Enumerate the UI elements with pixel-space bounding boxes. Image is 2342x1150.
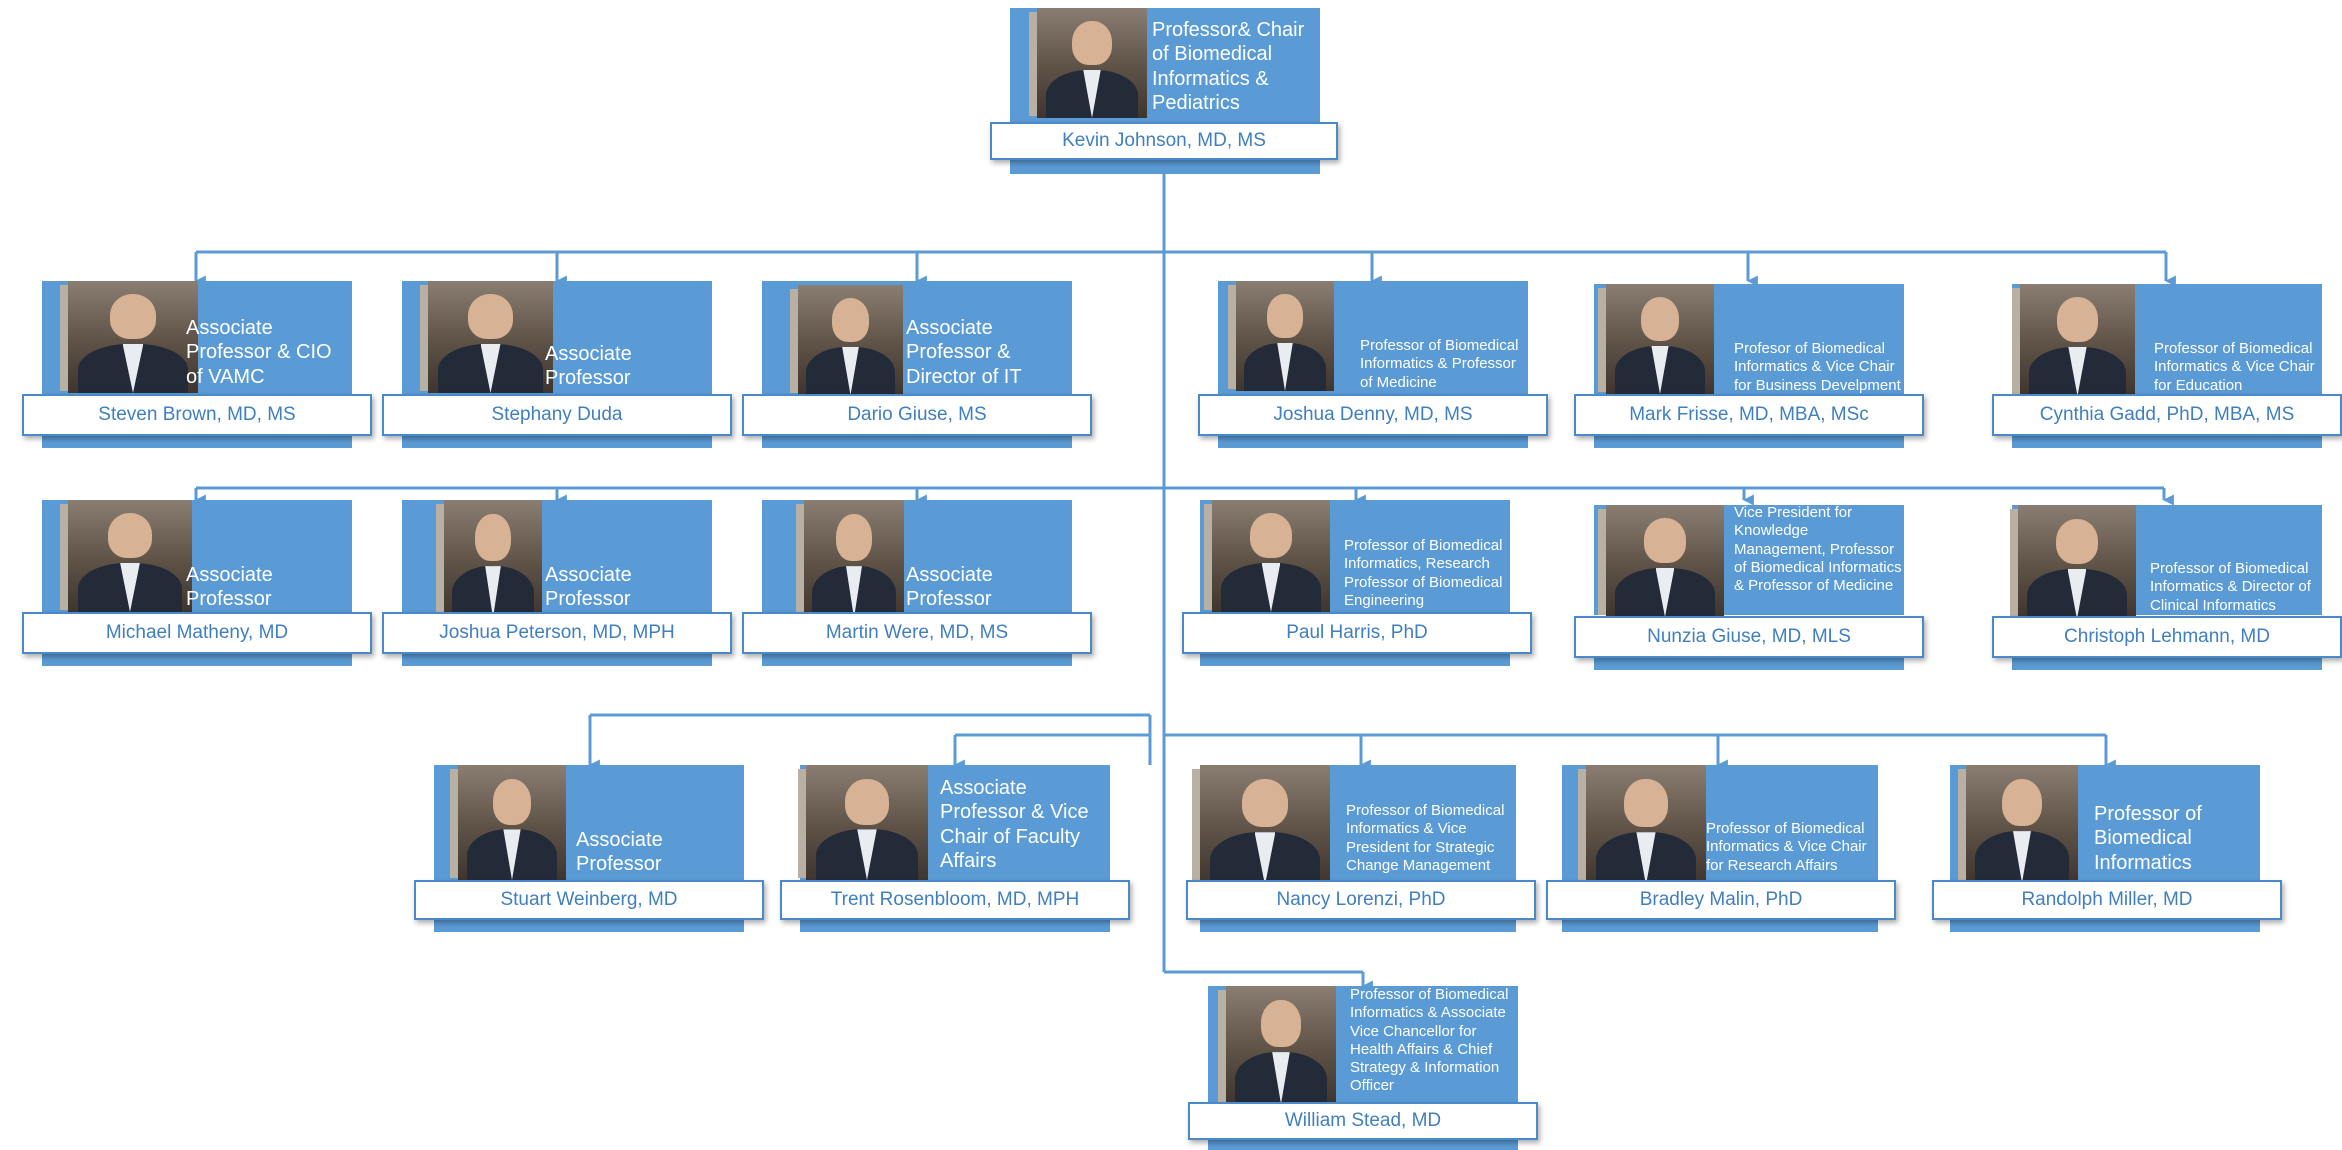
person-name: Michael Matheny, MD bbox=[22, 612, 372, 654]
job-title: Professor of Biomedical Informatics & Vi… bbox=[1706, 820, 1867, 874]
photo-frame-edge bbox=[1958, 769, 1966, 881]
job-title: Professor of Biomedical Informatics & Vi… bbox=[2154, 340, 2315, 394]
portrait-photo bbox=[1966, 765, 2078, 883]
person-name: Christoph Lehmann, MD bbox=[1992, 616, 2342, 658]
portrait-photo bbox=[458, 765, 566, 880]
portrait-photo bbox=[1037, 8, 1147, 118]
photo-frame-edge bbox=[796, 504, 804, 616]
photo-frame-edge bbox=[1192, 769, 1200, 883]
card-footer bbox=[42, 436, 352, 448]
portrait-photo bbox=[1226, 986, 1336, 1104]
portrait-photo bbox=[1212, 500, 1330, 612]
card-footer bbox=[2012, 436, 2322, 448]
job-title: Vice President for Knowledge Management,… bbox=[1734, 504, 1902, 595]
photo-frame-edge bbox=[1598, 288, 1606, 392]
card-footer bbox=[1208, 1140, 1518, 1150]
job-title: Professor of Biomedical Informatics, Res… bbox=[1344, 537, 1503, 609]
person-name: Martin Were, MD, MS bbox=[742, 612, 1092, 654]
person-name: Kevin Johnson, MD, MS bbox=[990, 122, 1338, 160]
person-name: Cynthia Gadd, PhD, MBA, MS bbox=[1992, 394, 2342, 436]
portrait-photo bbox=[2020, 284, 2135, 396]
photo-frame-edge bbox=[1228, 285, 1236, 389]
portrait-photo bbox=[1586, 765, 1706, 885]
card-footer bbox=[762, 654, 1072, 666]
card-footer bbox=[402, 436, 712, 448]
card-footer bbox=[402, 654, 712, 666]
card-footer bbox=[1010, 160, 1320, 174]
card-footer bbox=[1594, 436, 1904, 448]
photo-frame-edge bbox=[1598, 509, 1606, 615]
person-name: Stephany Duda bbox=[382, 394, 732, 436]
person-name: Steven Brown, MD, MS bbox=[22, 394, 372, 436]
card-footer bbox=[2012, 658, 2322, 670]
card-footer bbox=[1218, 436, 1528, 448]
job-title: Professor of Biomedical Informatics & Di… bbox=[2150, 560, 2311, 614]
job-title: Professor& Chair of Biomedical Informati… bbox=[1152, 19, 1305, 115]
person-name: Joshua Peterson, MD, MPH bbox=[382, 612, 732, 654]
portrait-photo bbox=[1606, 505, 1724, 617]
job-title: Associate Professor bbox=[545, 564, 632, 611]
photo-frame-edge bbox=[450, 769, 458, 878]
person-name: Nancy Lorenzi, PhD bbox=[1186, 880, 1536, 920]
photo-frame-edge bbox=[790, 289, 798, 393]
portrait-photo bbox=[444, 500, 542, 618]
photo-frame-edge bbox=[436, 504, 444, 616]
portrait-photo bbox=[428, 281, 553, 393]
job-title: Associate Professor bbox=[186, 564, 273, 611]
job-title: Professor of Biomedical Informatics bbox=[2094, 803, 2202, 874]
card-footer bbox=[1594, 658, 1904, 670]
card-footer bbox=[1562, 920, 1878, 932]
person-name: Stuart Weinberg, MD bbox=[414, 880, 764, 920]
photo-frame-edge bbox=[798, 769, 806, 878]
job-title: Professor of Biomedical Informatics & Vi… bbox=[1346, 802, 1505, 874]
job-title: Associate Professor bbox=[545, 343, 632, 390]
portrait-photo bbox=[1606, 284, 1714, 394]
person-name: Paul Harris, PhD bbox=[1182, 612, 1532, 654]
photo-frame-edge bbox=[1029, 12, 1037, 116]
job-title: Associate Professor & Director of IT bbox=[906, 317, 1022, 388]
card-footer bbox=[1200, 920, 1516, 932]
job-title: Associate Professor bbox=[906, 564, 993, 611]
card-footer bbox=[1200, 654, 1510, 666]
card-footer bbox=[1950, 920, 2260, 932]
job-title: Profesor of Biomedical Informatics & Vic… bbox=[1734, 340, 1901, 394]
person-name: Randolph Miller, MD bbox=[1932, 880, 2282, 920]
job-title: Professor of Biomedical Informatics & As… bbox=[1350, 986, 1509, 1095]
portrait-photo bbox=[68, 281, 198, 393]
photo-frame-edge bbox=[60, 504, 68, 610]
portrait-photo bbox=[1200, 765, 1330, 885]
photo-frame-edge bbox=[420, 285, 428, 391]
person-name: Dario Giuse, MS bbox=[742, 394, 1092, 436]
job-title: Associate Professor & CIO of VAMC bbox=[186, 317, 332, 388]
person-name: Trent Rosenbloom, MD, MPH bbox=[780, 880, 1130, 920]
person-name: Nunzia Giuse, MD, MLS bbox=[1574, 616, 1924, 658]
photo-frame-edge bbox=[1218, 990, 1226, 1102]
job-title: Associate Professor & Vice Chair of Facu… bbox=[940, 777, 1089, 873]
photo-frame-edge bbox=[2012, 288, 2020, 394]
portrait-photo bbox=[798, 285, 903, 395]
portrait-photo bbox=[804, 500, 904, 618]
card-footer bbox=[762, 436, 1072, 448]
portrait-photo bbox=[806, 765, 928, 880]
job-title: Professor of Biomedical Informatics & Pr… bbox=[1360, 337, 1519, 391]
card-footer bbox=[800, 920, 1110, 932]
photo-frame-edge bbox=[60, 285, 68, 391]
card-footer bbox=[42, 654, 352, 666]
person-name: Bradley Malin, PhD bbox=[1546, 880, 1896, 920]
card-footer bbox=[434, 920, 744, 932]
job-title: Associate Professor bbox=[576, 829, 663, 876]
person-name: Joshua Denny, MD, MS bbox=[1198, 394, 1548, 436]
portrait-photo bbox=[68, 500, 192, 612]
photo-frame-edge bbox=[2010, 509, 2018, 617]
photo-frame-edge bbox=[1578, 769, 1586, 883]
portrait-photo bbox=[1236, 281, 1334, 391]
portrait-photo bbox=[2018, 505, 2136, 619]
person-name: William Stead, MD bbox=[1188, 1102, 1538, 1140]
person-name: Mark Frisse, MD, MBA, MSc bbox=[1574, 394, 1924, 436]
photo-frame-edge bbox=[1204, 504, 1212, 610]
